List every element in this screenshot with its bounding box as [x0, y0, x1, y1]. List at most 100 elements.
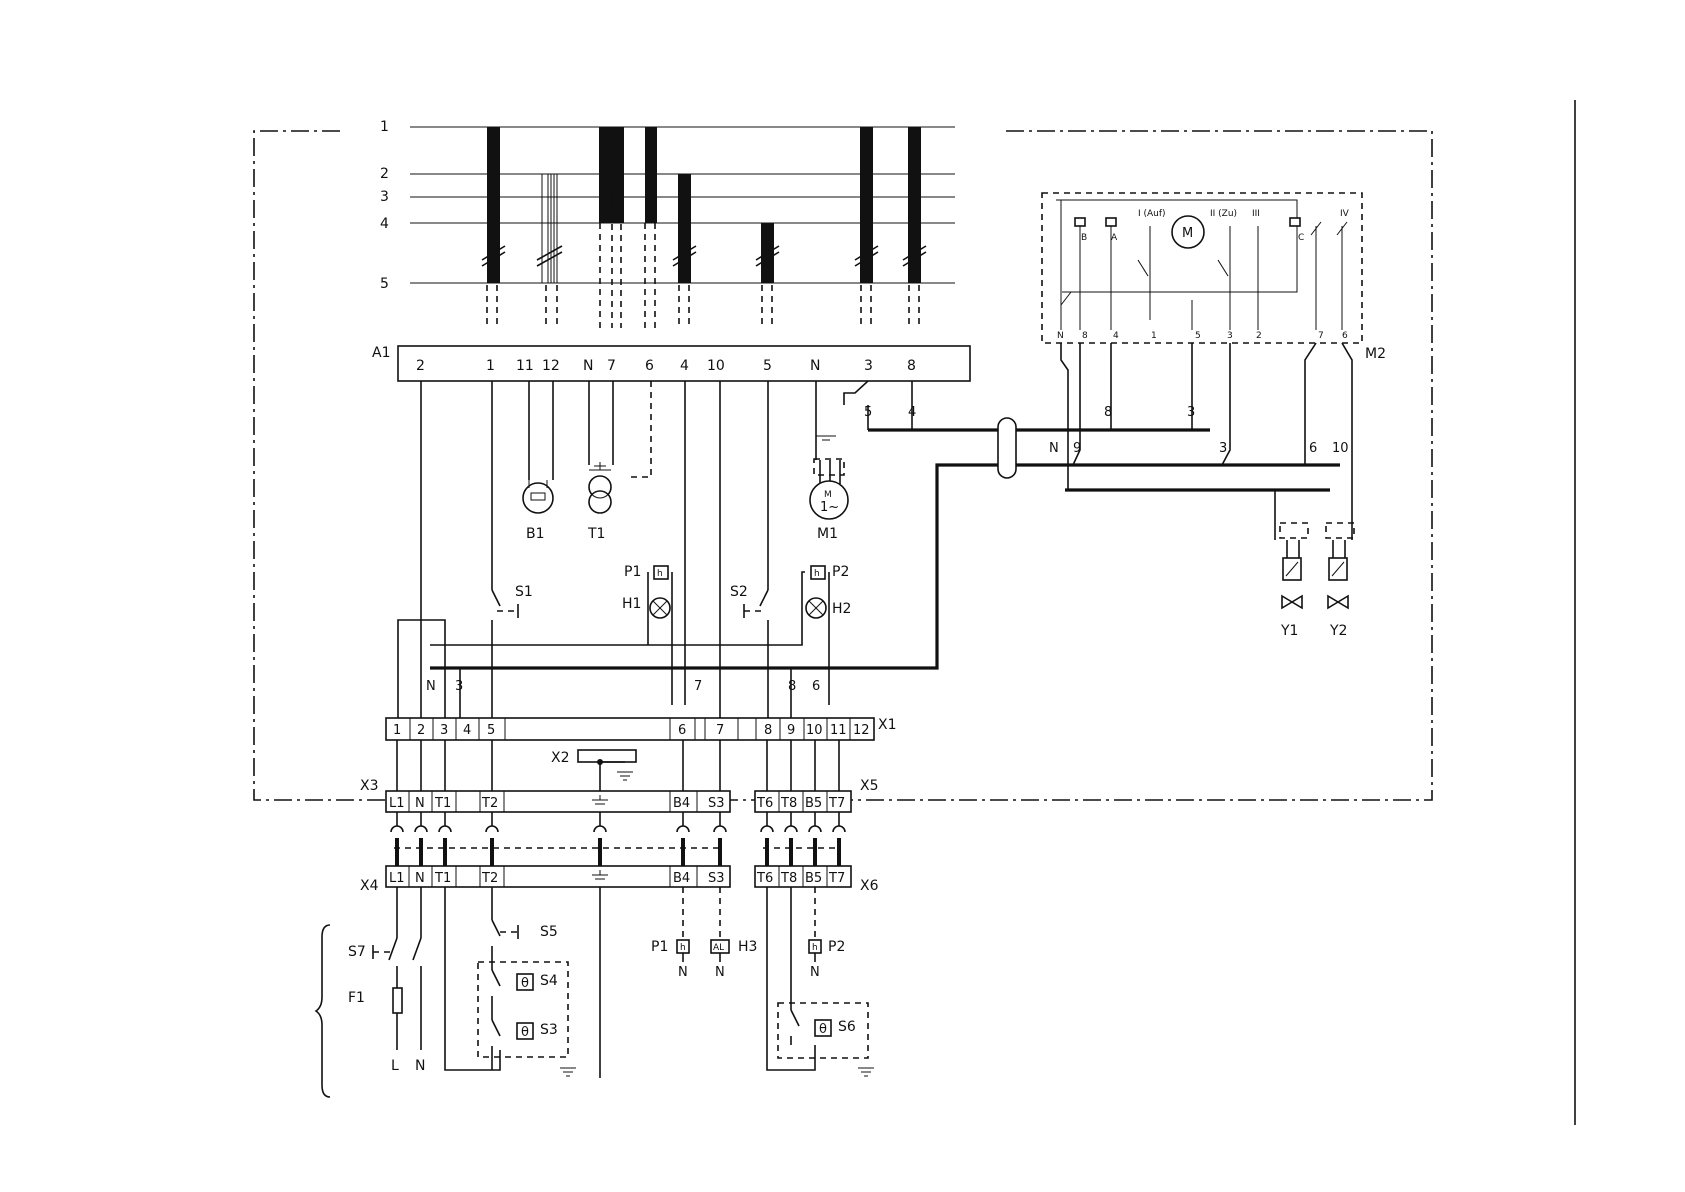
valve-y1: Y1 [1274, 490, 1309, 639]
x3-pin: T2 [481, 796, 498, 811]
m2-switch-label: II (Zu) [1210, 209, 1237, 219]
p2-field-symbol: h [812, 943, 818, 953]
supply-label-n: N [415, 1058, 425, 1074]
x3-pin: S3 [708, 796, 725, 811]
m1-symbol-bottom: 1~ [820, 500, 839, 515]
component-label-p2-field: P2 [828, 939, 845, 955]
program-row-label: 5 [380, 276, 389, 292]
a1-terminal: 4 [680, 358, 689, 374]
s3-thermo-symbol: θ [521, 1025, 529, 1040]
cable-label: 4 [908, 405, 916, 420]
cable-label: 9 [1073, 441, 1081, 456]
m2-terminal: N [1057, 331, 1064, 341]
terminal-strip-x1: 1 2 3 4 5 6 7 8 9 10 11 12 X1 [385, 717, 897, 741]
pressure-switch-p2: h P2 [430, 564, 849, 705]
x1-terminal: 12 [853, 723, 870, 738]
a1-terminal: 6 [645, 358, 654, 374]
component-label-h3: H3 [738, 939, 757, 955]
cable-label: 6 [1309, 441, 1317, 456]
a1-wiring [420, 380, 913, 730]
x1-terminal: 7 [716, 723, 724, 738]
cable-label: 3 [1219, 441, 1227, 456]
x3-pin: N [415, 796, 425, 811]
switch-s1: S1 [491, 584, 533, 718]
component-label-m1: M1 [817, 526, 838, 542]
component-label-s2: S2 [730, 584, 748, 600]
x1-terminal: 4 [463, 723, 471, 738]
cable-label: 5 [864, 405, 872, 420]
m2-terminal: 8 [1082, 331, 1088, 341]
m2-terminal: 7 [1318, 331, 1324, 341]
component-label-p1: P1 [624, 564, 641, 580]
plug-x6: T6 T8 B5 T7 X6 [754, 865, 879, 894]
x3-pin: T1 [434, 796, 451, 811]
m2-terminal: 5 [1195, 331, 1201, 341]
connector-pins [390, 740, 846, 866]
x6-pin: T8 [780, 871, 797, 886]
cable-buses: 5 4 8 3 N 9 3 6 10 [430, 405, 1349, 670]
component-label-s1: S1 [515, 584, 533, 600]
x4-pin: N [415, 871, 425, 886]
p2-symbol: h [814, 569, 820, 579]
x1-terminal: 8 [764, 723, 772, 738]
component-label-t1: T1 [587, 526, 605, 542]
x4-pin: B4 [673, 871, 690, 886]
program-row-label: 4 [380, 216, 389, 232]
plug-x4: X4 L1 N T1 T2 B4 S3 [360, 865, 731, 894]
m1-symbol-top: M [824, 490, 832, 500]
component-label-s4: S4 [540, 973, 558, 989]
x1-terminal: 11 [830, 723, 847, 738]
pressure-switch-p1: h P1 [624, 564, 673, 705]
x4-pin: S3 [708, 871, 725, 886]
m2-terminal: 1 [1151, 331, 1157, 341]
a1-terminal: 2 [416, 358, 425, 374]
a1-terminal: 5 [763, 358, 772, 374]
actuator-m2: I (Auf) II (Zu) III IV B A C M N 8 4 1 5… [1041, 192, 1386, 540]
m2-terminal: 6 [1342, 331, 1348, 341]
component-label-x6: X6 [860, 878, 879, 894]
a1-terminal: 7 [607, 358, 616, 374]
cable-label: 8 [788, 679, 796, 694]
component-label-x5: X5 [860, 778, 879, 794]
p1-field-symbol: h [680, 943, 686, 953]
program-row-label: 1 [380, 119, 389, 135]
m2-terminal: 3 [1227, 331, 1233, 341]
s6-thermo-symbol: θ [819, 1022, 827, 1037]
cable-label: 10 [1332, 441, 1349, 456]
component-label-x2: X2 [551, 750, 570, 766]
component-label-p2: P2 [832, 564, 849, 580]
a1-terminal: 12 [542, 358, 560, 374]
a1-terminal: 3 [864, 358, 873, 374]
component-label-a1: A1 [372, 345, 390, 361]
lamp-h2: H2 [805, 597, 851, 619]
m2-contact-label: B [1081, 233, 1087, 243]
m2-contact-label: C [1298, 233, 1304, 243]
plug-x5: T6 T8 B5 T7 X5 [754, 778, 879, 813]
program-row-label: 3 [380, 189, 389, 205]
component-label-s6: S6 [838, 1019, 856, 1035]
m2-switch-label: IV [1340, 209, 1350, 219]
x4-pin: T1 [434, 871, 451, 886]
cable-label: N [426, 679, 436, 694]
x1-terminal: 9 [787, 723, 795, 738]
component-label-h1: H1 [622, 596, 641, 612]
p2-neutral-label: N [810, 965, 820, 980]
transformer-t1: T1 [587, 462, 612, 542]
a1-terminal: N [583, 358, 593, 374]
component-label-f1: F1 [348, 990, 365, 1006]
component-label-b1: B1 [526, 526, 545, 542]
plug-x3: X3 L1 N T1 T2 B4 S3 [360, 778, 731, 813]
m2-motor-symbol: M [1182, 226, 1193, 241]
x4-pin: T2 [481, 871, 498, 886]
program-timing-chart: 1 2 3 4 5 [380, 119, 955, 328]
control-unit-a1: A1 2 1 11 12 N 7 6 4 10 5 N 3 8 [372, 345, 971, 382]
x1-terminal: 10 [806, 723, 823, 738]
cable-label: 3 [455, 679, 463, 694]
valve-y2: Y2 [1325, 522, 1355, 639]
component-label-y1: Y1 [1280, 623, 1298, 639]
switch-s2: S2 [730, 584, 769, 718]
component-label-x3: X3 [360, 778, 379, 794]
component-label-s7: S7 [348, 944, 366, 960]
x6-pin: T6 [756, 871, 773, 886]
a1-terminal: N [810, 358, 820, 374]
